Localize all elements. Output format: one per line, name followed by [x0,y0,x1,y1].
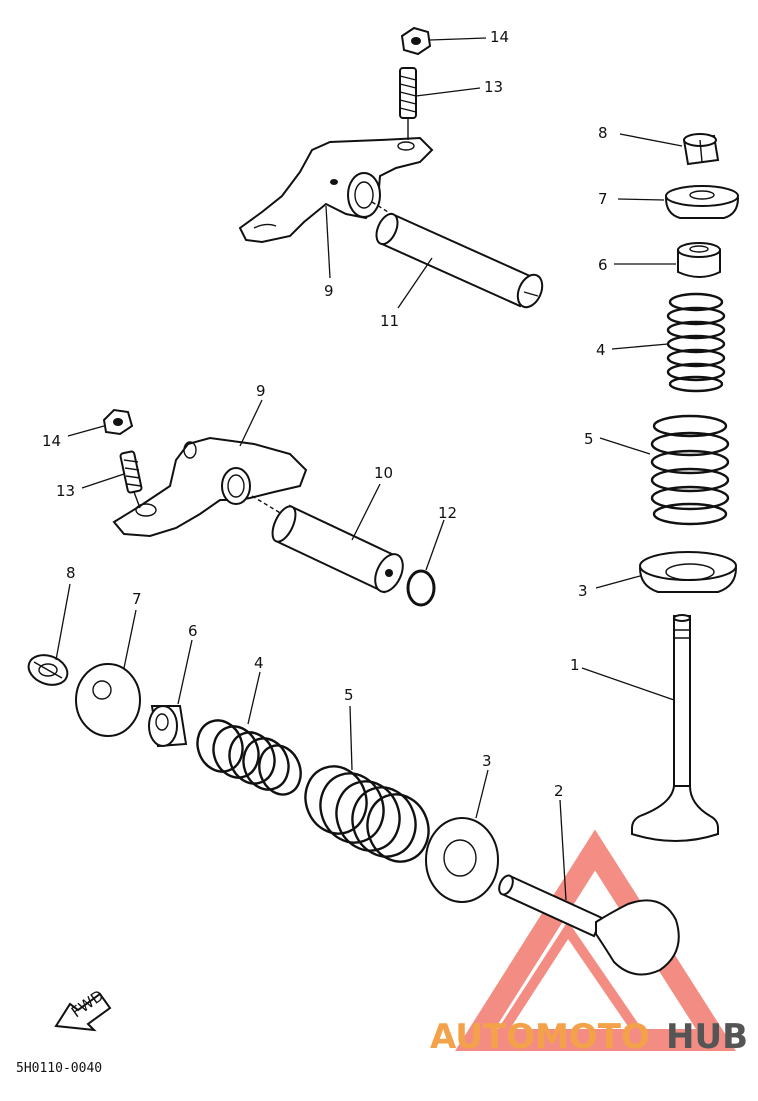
right-cotter [682,133,720,166]
left-cotter [27,654,69,686]
callout-8-lower: 8 [66,564,76,582]
upper-locknut [400,26,432,56]
callout-7-lower: 7 [132,590,142,608]
callout-11: 11 [380,312,399,330]
callout-9-upper: 9 [324,282,334,300]
leader-lines [55,37,683,901]
left-valve-stem-seal [148,705,188,748]
callout-10: 10 [374,464,393,482]
callout-3-lower: 3 [482,752,492,770]
callout-3-right: 3 [578,582,588,600]
right-inner-spring [666,292,726,393]
right-valve-stem-seal [677,242,721,278]
callout-2: 2 [554,782,564,800]
watermark-text: AUTOMOTO HUB [430,1017,748,1057]
callout-5-right: 5 [584,430,594,448]
right-spring-retainer [664,185,740,219]
upper-rocker-arm [238,136,434,244]
callout-1: 1 [570,656,580,674]
callout-13-lower: 13 [56,482,75,500]
left-spring-seat [425,817,499,903]
upper-adjuster-screw [399,67,417,140]
callout-9-lower: 9 [256,382,266,400]
diagram-code: 5H0110-0040 [16,1061,102,1076]
upper-rocker-shaft [371,201,544,309]
callout-8-right: 8 [598,124,608,142]
right-outer-spring [650,414,730,526]
intake-valve [631,614,719,842]
left-spring-retainer [75,663,141,737]
o-ring [406,569,436,607]
lower-adjuster-screw [119,450,143,509]
watermark-brand-hub: HUB [666,1017,748,1057]
watermark-brand-auto: AUTOMOTO [430,1017,650,1057]
callout-4-lower: 4 [254,654,264,672]
callout-6-lower: 6 [188,622,198,640]
callout-14-lower: 14 [42,432,61,450]
left-inner-spring [196,719,302,796]
lower-locknut [102,408,134,436]
lower-rocker-arm [112,436,308,538]
left-outer-spring [304,765,430,863]
lower-rocker-shaft [251,495,404,594]
exhaust-valve [498,874,680,976]
callout-13-upper: 13 [484,78,503,96]
callout-7-right: 7 [598,190,608,208]
callout-12: 12 [438,504,457,522]
right-spring-seat [638,551,738,593]
callout-numbers: 14 13 9 11 8 7 6 4 5 3 1 9 14 13 10 12 8… [42,28,608,800]
callout-5-lower: 5 [344,686,354,704]
fwd-arrow-icon: FWD [54,986,112,1032]
callout-4-right: 4 [596,341,606,359]
callout-6-right: 6 [598,256,608,274]
callout-14-upper: 14 [490,28,509,46]
